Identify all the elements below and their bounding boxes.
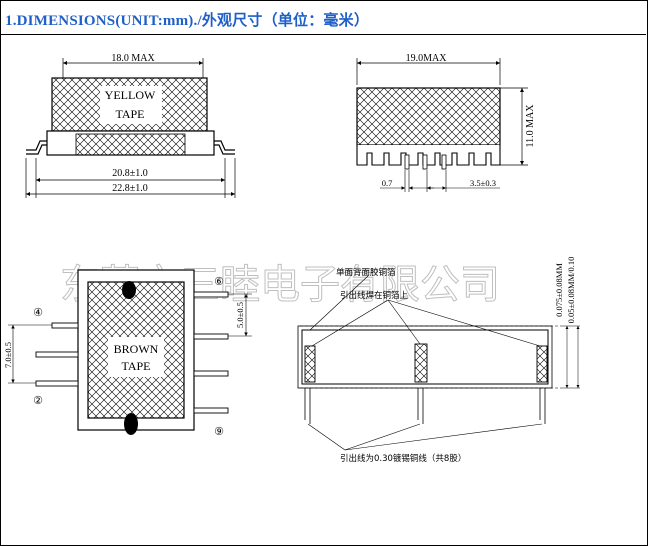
front-outer-dim: 22.8±1.0: [112, 183, 148, 194]
brown-tape-label-2: TAPE: [121, 359, 150, 373]
top-view: BROWN TAPE ⑥ ④ ② ⑨ 5.0±0.5 7.0±0.5: [3, 269, 252, 438]
side-body: [356, 87, 501, 146]
note-foil: 单面背面胶铜箔: [336, 267, 396, 278]
pin-9-label: ⑨: [214, 426, 224, 438]
top-right-dim: 5.0±0.5: [235, 302, 245, 328]
side-top-dim: 19.0MAX: [406, 53, 448, 64]
side-view: 19.0MAX 11.0 MAX 0.7 3.5±0.3: [356, 53, 536, 192]
pin-4-label: ④: [33, 307, 43, 319]
note-wire: 引出线为0.30镀锡铜线（共8股）: [340, 453, 466, 464]
pin1-mark-top: [122, 281, 136, 299]
front-inner-dim: 20.8±1.0: [112, 168, 148, 179]
brown-tape-label-1: BROWN: [114, 342, 159, 356]
heading-rule: [0, 34, 646, 35]
section-view: 单面背面胶铜箔 引出线焊在铜箔上 0.075±0.08MM 0.05±0.08M…: [297, 257, 580, 464]
dim-thickness-2: 0.05±0.08MM/0.10: [566, 257, 576, 324]
top-left-dim: 7.0±0.5: [3, 342, 13, 368]
dimensions-heading: 1.DIMENSIONS(UNIT:mm)./外观尺寸（单位：毫米）: [5, 13, 370, 29]
pin1-mark-bottom: [124, 413, 138, 435]
side-pin-width-dim: 0.7: [382, 178, 393, 188]
dim-thickness-1: 0.075±0.08MM: [554, 263, 564, 317]
side-pin-pitch-dim: 3.5±0.3: [470, 178, 496, 188]
yellow-tape-label-1: YELLOW: [105, 88, 156, 102]
front-view: 18.0 MAX YELLOW TAPE 20.8±1.0 22.8±1.0: [25, 53, 236, 198]
side-height-dim: 11.0 MAX: [525, 104, 536, 148]
pin-2-label: ②: [33, 395, 43, 407]
yellow-tape-label-2: TAPE: [115, 107, 144, 121]
pin-6-label: ⑥: [214, 276, 224, 288]
front-top-dim: 18.0 MAX: [111, 53, 155, 64]
note-lead-solder: 引出线焊在铜箔上: [340, 290, 409, 301]
